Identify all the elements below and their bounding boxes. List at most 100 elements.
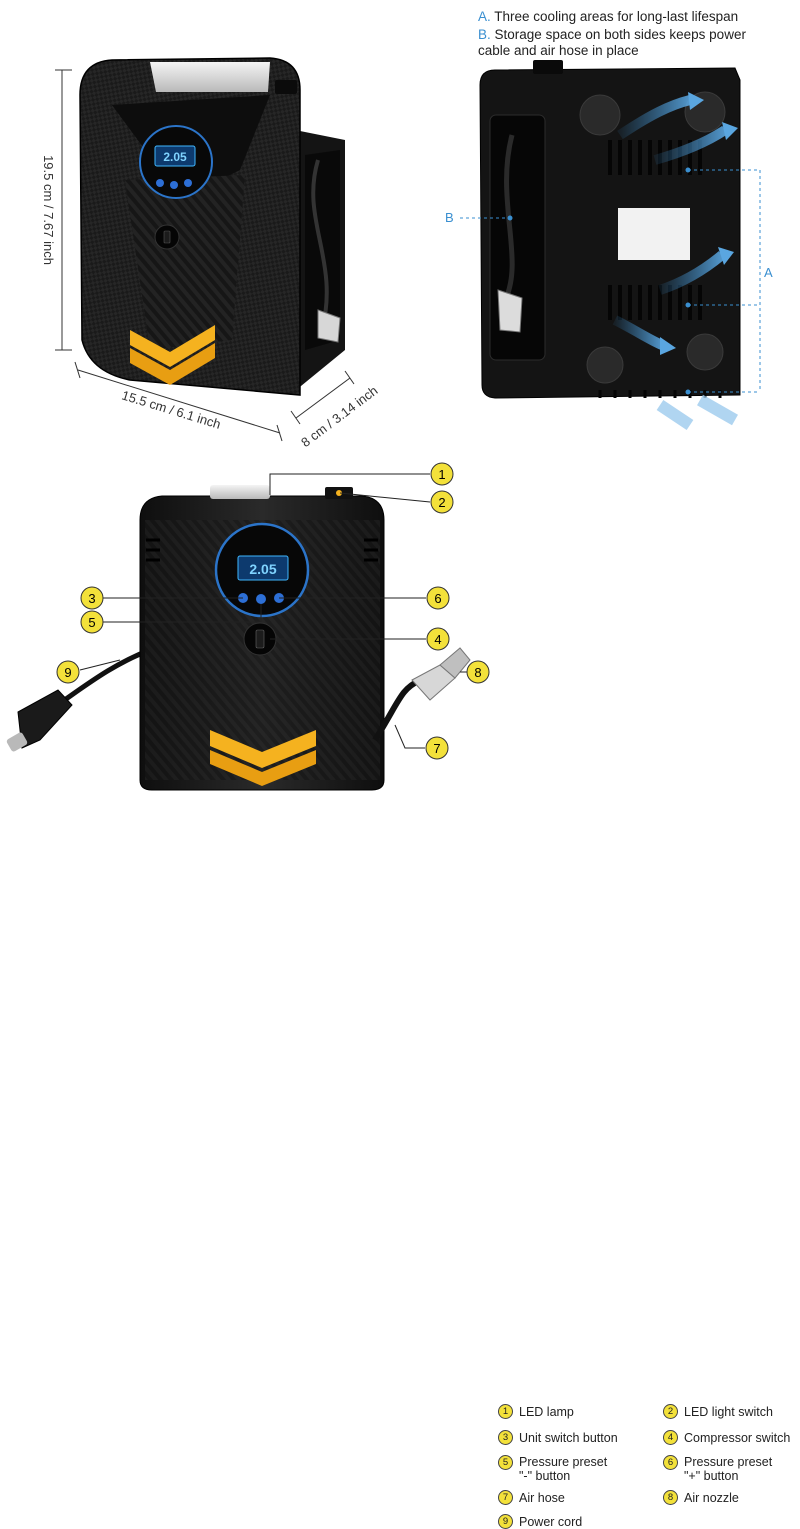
callout-7: 7	[433, 741, 440, 756]
legend-label: Air nozzle	[684, 1490, 739, 1505]
legend-item-7: 7 Air hose	[498, 1490, 565, 1506]
callout-circle-9	[56, 660, 80, 684]
legend-label: Power cord	[519, 1514, 583, 1529]
back-top-switch	[533, 60, 563, 74]
lcd-screen	[154, 145, 196, 167]
legend-label-line2: "+" button	[684, 1469, 739, 1483]
device-face-center	[125, 175, 245, 350]
back-view: A B	[445, 60, 773, 430]
product-infographic: 2.05 19.5 cm / 7.67 inch 15.5 cm / 6.1 i…	[6, 9, 790, 1529]
a-dot-3	[685, 389, 691, 395]
cigarette-plug	[17, 689, 73, 749]
chevron-1	[130, 325, 215, 367]
cooling-arrow-head-4	[660, 337, 676, 355]
labeled-nozzle-lever	[439, 647, 471, 679]
note-a: A. Three cooling areas for long-last lif…	[478, 9, 738, 25]
cooling-arrow-1	[617, 95, 692, 140]
legend-num: 2	[663, 1404, 678, 1420]
callout-circle-1	[430, 462, 454, 486]
labeled-chevron-2	[210, 750, 316, 786]
unit-button-icon	[156, 179, 164, 187]
callout-9: 9	[64, 665, 71, 680]
note-a-letter: A.	[478, 9, 491, 24]
foot-bottom-right	[686, 333, 724, 371]
callout-circle-5	[80, 610, 104, 634]
legend-label: Compressor switch	[684, 1430, 791, 1445]
callout-circle-7	[425, 736, 449, 760]
depth-dim-tick-left	[290, 410, 301, 425]
callout-5: 5	[88, 615, 95, 630]
width-dim-tick-left	[74, 361, 81, 379]
width-dimension: 15.5 cm / 6.1 inch	[120, 388, 223, 432]
labeled-minus-button	[256, 594, 266, 604]
vent-bottom	[608, 285, 702, 320]
legend-item-6: 6 Pressure preset"+" button	[663, 1455, 772, 1483]
labeled-lcd	[237, 555, 289, 581]
legend-num: 5	[498, 1455, 513, 1470]
legend-item-8: 8 Air nozzle	[663, 1490, 739, 1506]
b-dot	[507, 215, 513, 221]
legend-label-line1: Pressure preset	[684, 1455, 773, 1469]
callout-8: 8	[474, 665, 481, 680]
legend-label-block: Pressure preset"-" button	[519, 1455, 607, 1483]
legend-item-2: 2 LED light switch	[663, 1404, 773, 1420]
callout-circle-8	[466, 660, 490, 684]
legend-num: 9	[498, 1514, 513, 1529]
dimension-view: 2.05 19.5 cm / 7.67 inch 15.5 cm / 6.1 i…	[41, 57, 380, 450]
callout-4: 4	[434, 632, 441, 647]
light-switch	[275, 80, 297, 94]
a-dot-2	[685, 302, 691, 308]
cooling-arrow-head-3	[718, 247, 734, 265]
callout-circle-2	[430, 490, 454, 514]
legend-item-9: 9 Power cord	[498, 1514, 582, 1529]
callout-6: 6	[434, 591, 441, 606]
rocker	[163, 230, 171, 244]
foot-bottom-left	[586, 346, 624, 384]
note-b-letter: B.	[478, 27, 491, 42]
nozzle-side	[317, 309, 341, 343]
labeled-rocker	[255, 629, 265, 649]
labeled-chevron-1	[210, 730, 316, 768]
labeled-led-lamp	[210, 485, 270, 499]
legend-num: 7	[498, 1490, 513, 1506]
legend-label-block: Pressure preset"+" button	[684, 1455, 772, 1483]
labeled-view: 2.05 1 2	[6, 462, 490, 791]
note-b-text-1: Storage space on both sides keeps power	[494, 27, 746, 42]
a-dot-1	[685, 167, 691, 173]
callout-3: 3	[88, 591, 95, 606]
legend-label: LED light switch	[684, 1404, 773, 1419]
a-label: A	[764, 265, 773, 280]
cooling-arrow-6	[697, 394, 738, 426]
back-hose	[502, 134, 515, 302]
cooling-arrow-3	[658, 251, 726, 295]
cooling-arrow-4	[612, 315, 665, 350]
depth-dimension: 8 cm / 3.14 inch	[298, 383, 380, 450]
cooling-arrow-head-2	[722, 122, 738, 140]
callout-2: 2	[438, 495, 445, 510]
note-b: B. Storage space on both sides keeps pow…	[478, 27, 746, 59]
back-label-sticker	[618, 208, 690, 260]
legend-num: 8	[663, 1490, 678, 1506]
callout-circle-4	[426, 627, 450, 651]
cooling-arrow-5	[656, 400, 694, 430]
note-b-text-2: cable and air hose in place	[478, 43, 639, 58]
foot-top-left	[579, 94, 621, 136]
legend-num: 6	[663, 1455, 678, 1470]
width-dim-line	[77, 369, 281, 434]
legend-label: LED lamp	[519, 1404, 574, 1419]
side-slats	[146, 538, 378, 562]
height-dimension: 19.5 cm / 7.67 inch	[41, 155, 56, 265]
callout-1: 1	[438, 467, 445, 482]
plug-tip	[6, 732, 28, 752]
legend-label-line2: "-" button	[519, 1469, 571, 1483]
legend-num: 1	[498, 1404, 513, 1420]
legend-label-line1: Pressure preset	[519, 1455, 608, 1469]
a-bracket	[688, 169, 761, 393]
labeled-lcd-reading: 2.05	[249, 561, 276, 577]
diagram-canvas: 2.05 19.5 cm / 7.67 inch 15.5 cm / 6.1 i…	[6, 57, 773, 791]
chevron-2	[130, 343, 215, 385]
legend-label: Air hose	[519, 1490, 565, 1505]
back-nozzle	[497, 289, 523, 333]
